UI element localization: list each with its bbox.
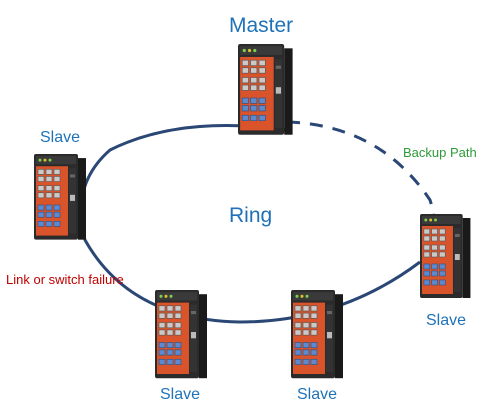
slave-label-bottom-right: Slave xyxy=(297,386,338,403)
master-switch-icon xyxy=(237,43,294,136)
slave-switch-icon-left xyxy=(33,153,87,241)
slave-switch-icon-right xyxy=(419,213,471,299)
failure-label: Link or switch failure xyxy=(6,272,124,287)
master-label: Master xyxy=(229,14,294,37)
backup-path-label: Backup Path xyxy=(403,145,477,160)
slave-switch-icon-bottom-left xyxy=(154,289,208,379)
slave-label-right: Slave xyxy=(426,312,467,329)
ring-link-backup xyxy=(286,120,436,259)
ring-label: Ring xyxy=(229,204,273,227)
slave-label-bottom-left: Slave xyxy=(160,386,201,403)
slave-label-left: Slave xyxy=(40,129,81,146)
slave-switch-icon-bottom-right xyxy=(290,289,344,379)
